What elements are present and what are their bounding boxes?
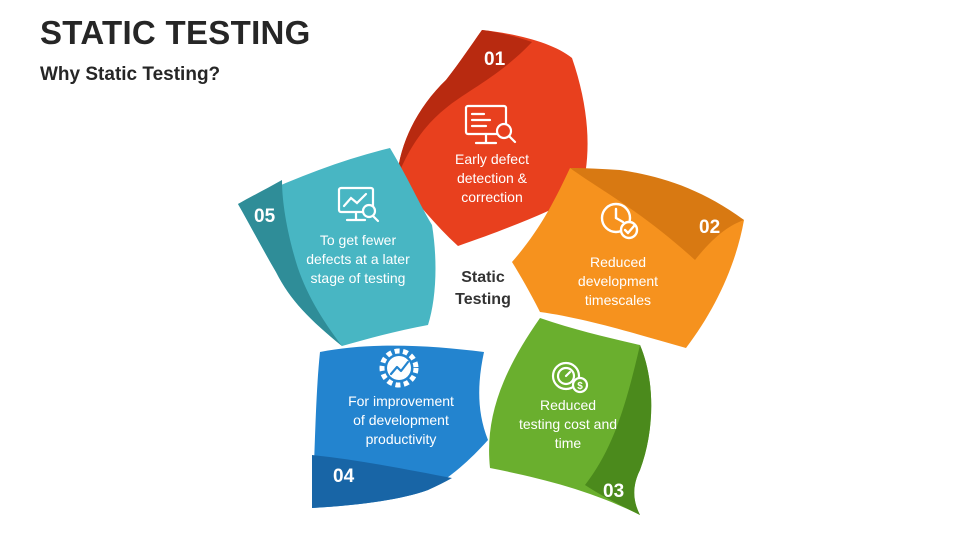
svg-text:$: $ <box>577 381 583 392</box>
petal-02-line: development <box>577 273 659 289</box>
petal-01-line: Early defect <box>455 151 529 167</box>
petal-03-line: time <box>554 435 582 451</box>
petal-text-03: Reduced testing cost and time <box>508 396 628 453</box>
petal-text-01: Early defect detection & correction <box>437 150 547 207</box>
petal-05 <box>238 148 436 346</box>
gear-trend-icon <box>379 348 419 388</box>
petal-01-line: detection & <box>456 170 528 186</box>
petal-05-line: stage of testing <box>310 270 406 286</box>
chart-search-icon <box>337 186 380 223</box>
page-title: STATIC TESTING <box>40 14 311 51</box>
petal-text-02: Reduced development timescales <box>563 253 673 310</box>
petal-02 <box>512 168 744 348</box>
petal-01-line: correction <box>461 189 523 205</box>
monitor-search-icon <box>464 104 517 145</box>
petal-04 <box>312 345 488 508</box>
petal-number-02: 02 <box>699 217 721 238</box>
petal-number-04: 04 <box>333 466 355 487</box>
petal-03-line: Reduced <box>539 397 597 413</box>
center-label: Static Testing <box>443 267 523 311</box>
petal-text-05: To get fewer defects at a later stage of… <box>297 231 419 288</box>
petal-04-line: For improvement <box>348 393 454 409</box>
petal-02-line: timescales <box>584 292 652 308</box>
petal-03-line: testing cost and <box>518 416 618 432</box>
petal-01 <box>397 30 588 246</box>
petal-03 <box>489 318 652 515</box>
petal-04-line: of development <box>353 412 449 428</box>
petal-05-line: To get fewer <box>319 232 397 248</box>
petal-number-03: 03 <box>603 481 625 502</box>
petal-02-line: Reduced <box>589 254 647 270</box>
clock-check-icon <box>600 202 639 240</box>
stopwatch-dollar-icon: $ <box>551 361 589 394</box>
petal-04-line: productivity <box>365 431 437 447</box>
center-label-line: Testing <box>455 291 511 308</box>
page-subtitle: Why Static Testing? <box>40 64 221 85</box>
petal-text-04: For improvement of development productiv… <box>336 392 466 449</box>
petal-05-line: defects at a later <box>306 251 410 267</box>
petal-number-01: 01 <box>484 49 506 70</box>
center-label-line: Static <box>461 269 505 286</box>
petal-number-05: 05 <box>254 206 276 227</box>
